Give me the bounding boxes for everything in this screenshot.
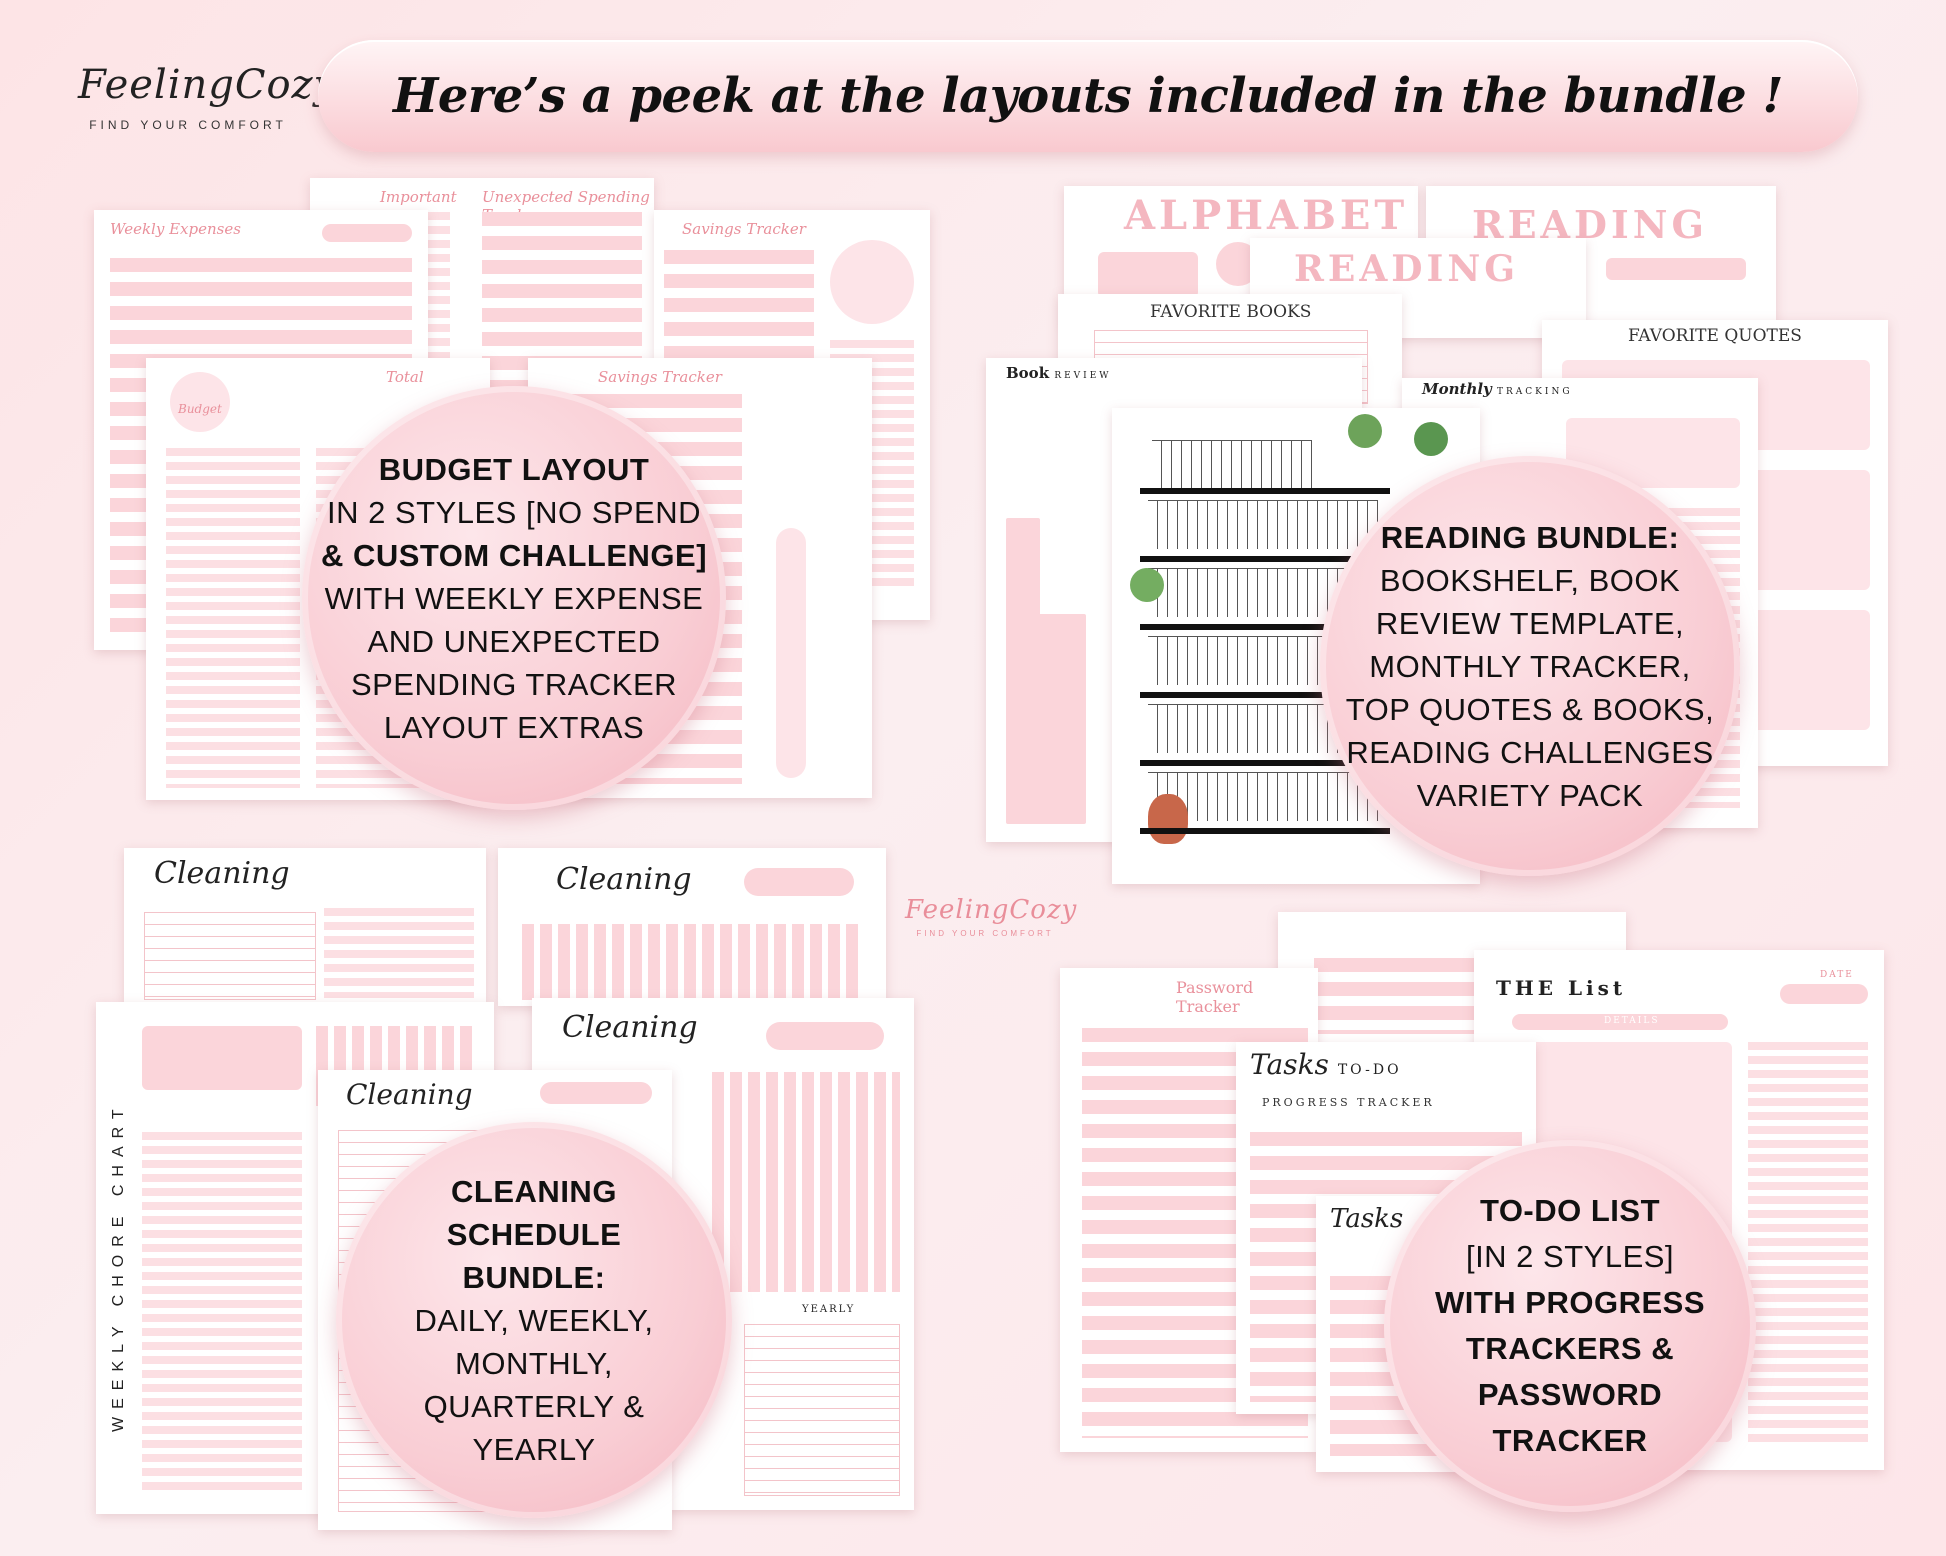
cleaning-circle: CLEANING SCHEDULE BUNDLE: DAILY, WEEKLY,… xyxy=(336,1122,732,1518)
cleaning-line-3: BUNDLE: xyxy=(462,1259,606,1295)
yearly-cleaning-title: Cleaning xyxy=(562,1010,698,1045)
weekly-cleaning-back-title: Cleaning xyxy=(154,856,290,891)
cleaning-line-1: CLEANING xyxy=(451,1173,617,1209)
tasks-progress-title: Tasks TO-DO xyxy=(1250,1048,1402,1081)
budget-line-5: AND UNEXPECTED xyxy=(367,623,661,659)
todo-circle: TO-DO LIST [IN 2 STYLES] WITH PROGRESS T… xyxy=(1384,1140,1756,1512)
brand-logo-mini: FeelingCozy FIND YOUR COMFORT xyxy=(905,895,1078,938)
yearly-title: YEARLY xyxy=(802,1304,856,1315)
savings-custom-title: Savings Tracker xyxy=(598,368,722,386)
headline-banner: Here’s a peek at the layouts included in… xyxy=(318,40,1858,152)
important-title: Important xyxy=(380,188,457,206)
reading-line-1: READING BUNDLE: xyxy=(1380,519,1680,555)
todo-line-3: WITH PROGRESS xyxy=(1434,1285,1705,1320)
reading-line-5: TOP QUOTES & BOOKS, xyxy=(1345,691,1715,727)
reading-10-title: READING xyxy=(1294,248,1519,290)
cleaning-line-5: MONTHLY, xyxy=(455,1345,613,1381)
logo-tagline: FIND YOUR COMFORT xyxy=(89,118,287,132)
the-list-title: THE List xyxy=(1496,976,1627,1000)
cleaning-line-4: DAILY, WEEKLY, xyxy=(414,1302,654,1338)
progress-tracker-label: PROGRESS TRACKER xyxy=(1262,1096,1435,1109)
reading-line-7: VARIETY PACK xyxy=(1416,777,1644,813)
cleaning-circle-text: CLEANING SCHEDULE BUNDLE: DAILY, WEEKLY,… xyxy=(414,1170,653,1471)
tasks-progress-2-title: Tasks xyxy=(1330,1204,1404,1234)
weekly-expenses-title: Weekly Expenses xyxy=(110,220,241,238)
todo-line-2: [IN 2 STYLES] xyxy=(1465,1239,1675,1274)
budget-line-4: WITH WEEKLY EXPENSE xyxy=(324,580,704,616)
budget-line-2-text: IN 2 STYLES [NO SPEND xyxy=(327,494,701,530)
logo-mini-tagline: FIND YOUR COMFORT xyxy=(916,929,1054,938)
favorite-quotes-title: FAVORITE QUOTES xyxy=(1628,326,1802,346)
monthly-cleaning-page: Cleaning xyxy=(498,848,886,1006)
weekly-cleaning-page-back: Cleaning xyxy=(124,848,486,1002)
favorite-books-title: FAVORITE BOOKS xyxy=(1150,302,1312,322)
total-title: Total xyxy=(386,368,424,386)
reading-line-3: REVIEW TEMPLATE, xyxy=(1375,605,1685,641)
todo-line-4: TRACKERS & xyxy=(1465,1331,1675,1366)
budget-line-2: IN 2 STYLES [NO SPEND xyxy=(321,491,707,534)
password-tracker-title: Password Tracker xyxy=(1176,978,1254,1016)
budget-circle-text: BUDGET LAYOUT IN 2 STYLES [NO SPEND & CU… xyxy=(321,448,707,749)
headline-text: Here’s a peek at the layouts included in… xyxy=(393,68,1783,124)
todo-line-6: TRACKER xyxy=(1492,1423,1648,1458)
reading-line-2: BOOKSHELF, BOOK xyxy=(1379,562,1681,598)
weekly-cleaning-front-title: Cleaning xyxy=(346,1078,473,1111)
tasks-word: Tasks xyxy=(1250,1048,1329,1081)
budget-line-1: BUDGET LAYOUT xyxy=(378,451,650,487)
logo-mini-wordmark: FeelingCozy xyxy=(905,895,1078,925)
monthly-cleaning-title: Cleaning xyxy=(556,862,692,897)
the-list-date-label: DATE xyxy=(1820,970,1854,980)
cleaning-line-7: YEARLY xyxy=(472,1431,596,1467)
budget-line-7: LAYOUT EXTRAS xyxy=(383,709,645,745)
todo-word: TO-DO xyxy=(1337,1062,1402,1078)
alphabet-title: ALPHABET xyxy=(1124,192,1409,239)
reading-line-4: MONTHLY TRACKER, xyxy=(1369,648,1691,684)
book-review-title: Book REVIEW xyxy=(1006,364,1112,382)
monthly-tracking-title: Monthly TRACKING xyxy=(1422,380,1573,398)
budget-circle: BUDGET LAYOUT IN 2 STYLES [NO SPEND & CU… xyxy=(302,386,726,810)
todo-line-1: TO-DO LIST xyxy=(1479,1193,1661,1228)
cleaning-line-2: SCHEDULE xyxy=(446,1216,622,1252)
bookshelf-page xyxy=(1112,408,1480,884)
brand-logo: FeelingCozy FIND YOUR COMFORT xyxy=(78,62,338,132)
budget-title: Budget xyxy=(178,402,222,416)
cleaning-line-6: QUARTERLY & xyxy=(423,1388,645,1424)
monthly-tracking-sub: TRACKING xyxy=(1497,387,1573,397)
reading-line-6: READING CHALLENGES xyxy=(1346,734,1714,770)
book-review-sub: REVIEW xyxy=(1054,371,1112,381)
reading-circle-text: READING BUNDLE: BOOKSHELF, BOOK REVIEW T… xyxy=(1346,516,1714,817)
todo-line-5: PASSWORD xyxy=(1477,1377,1663,1412)
the-list-details-label: DETAILS xyxy=(1604,1016,1660,1026)
savings-title: Savings Tracker xyxy=(682,220,806,238)
todo-circle-text: TO-DO LIST [IN 2 STYLES] WITH PROGRESS T… xyxy=(1435,1188,1705,1464)
book-review-word: Book xyxy=(1006,364,1050,382)
monthly-tracking-word: Monthly xyxy=(1422,380,1492,398)
budget-line-6: SPENDING TRACKER xyxy=(350,666,678,702)
weekly-chore-chart-label: WEEKLY CHORE CHART xyxy=(110,1101,127,1432)
reading-circle: READING BUNDLE: BOOKSHELF, BOOK REVIEW T… xyxy=(1320,456,1740,876)
logo-wordmark: FeelingCozy xyxy=(78,62,338,108)
budget-line-3: & CUSTOM CHALLENGE] xyxy=(320,537,708,573)
